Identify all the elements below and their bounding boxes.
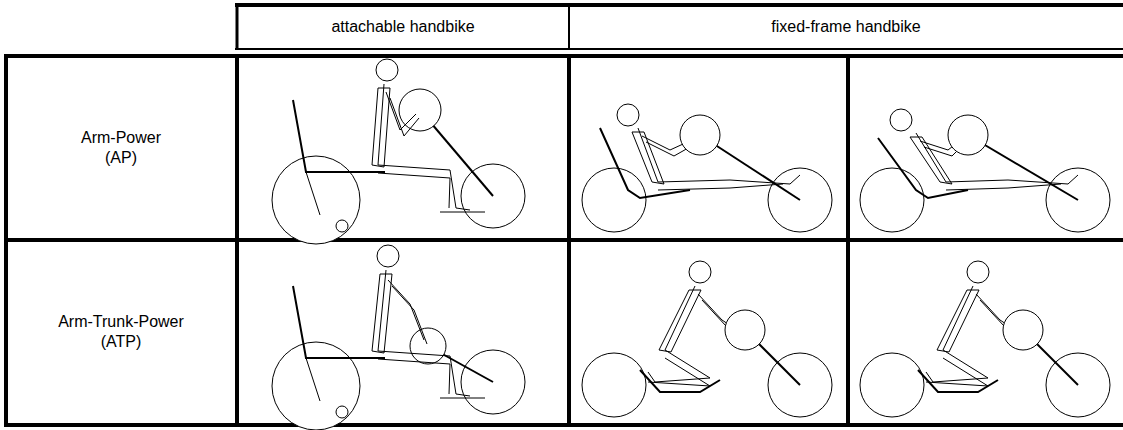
leg-outline: [926, 358, 988, 386]
leg: [648, 350, 710, 382]
arm: [388, 280, 424, 340]
leg-outline: [378, 359, 450, 394]
rear-wheel: [582, 353, 646, 417]
torso-line: [665, 286, 695, 350]
table-rule: [5, 423, 1123, 427]
table-grid: [5, 5, 1123, 427]
table-rule: [235, 3, 1123, 7]
torso-outline: [372, 274, 392, 353]
wheelchair-frame: [306, 358, 320, 401]
table-rule: [5, 54, 1123, 58]
torso-outline: [937, 290, 979, 352]
leg-outline: [658, 184, 783, 190]
handbike-drawings: [272, 59, 1110, 430]
table-cell-label: Arm-Trunk-Power (ATP): [46, 312, 196, 352]
table-rule: [567, 54, 571, 427]
table-rule: [236, 5, 239, 49]
leg-outline: [378, 173, 450, 208]
seat-shell: [600, 128, 690, 198]
leg-outline: [648, 358, 710, 386]
torso-line: [378, 84, 384, 165]
arm-outline: [392, 286, 427, 344]
torso-outline: [632, 132, 664, 184]
attachable-handbike: [272, 245, 525, 430]
footrest: [440, 398, 485, 399]
table-rule: [235, 48, 1123, 50]
fixed-frame-handbike: [860, 261, 1110, 417]
leg-outline: [946, 184, 1061, 190]
table-rule: [846, 54, 850, 427]
rear-wheel: [582, 168, 646, 232]
wheelchair-seat: [293, 100, 385, 172]
leg: [658, 175, 800, 184]
crank: [410, 328, 446, 364]
attachable-handbike: [272, 59, 525, 244]
torso-outline: [659, 290, 701, 352]
caster-wheel: [336, 406, 348, 418]
head: [689, 261, 711, 283]
table-cell-label: Arm-Power (AP): [66, 128, 176, 168]
torso-line: [943, 286, 973, 350]
fixed-frame-handbike: [860, 109, 1110, 232]
table-cell-label: fixed-frame handbike: [596, 17, 1096, 37]
crank: [725, 310, 765, 350]
head: [890, 109, 912, 131]
leg: [378, 165, 470, 210]
rear-wheel: [272, 156, 360, 244]
footrest: [440, 212, 485, 213]
head: [377, 245, 399, 267]
fixed-frame-handbike: [582, 104, 832, 232]
table-cell-label: attachable handbike: [243, 17, 563, 37]
table-rule: [235, 54, 239, 427]
knee-cradle: [640, 370, 720, 392]
leg: [378, 351, 470, 396]
caster-wheel: [336, 220, 348, 232]
head: [376, 59, 398, 81]
leg: [946, 175, 1078, 184]
table-rule: [5, 238, 1123, 242]
crank: [1003, 310, 1043, 350]
crank: [680, 115, 720, 155]
arm: [386, 92, 416, 130]
torso-line: [916, 133, 946, 182]
knee-cradle: [918, 370, 998, 392]
wheelchair-frame: [306, 172, 320, 215]
torso-outline: [372, 88, 390, 167]
table-rule: [568, 5, 570, 49]
wheelchair-seat: [293, 286, 385, 358]
rear-wheel: [860, 168, 924, 232]
head: [617, 104, 639, 126]
head: [967, 261, 989, 283]
fixed-frame-handbike: [582, 261, 832, 417]
rear-wheel: [860, 353, 924, 417]
leg: [926, 350, 988, 382]
arm-outline: [390, 98, 419, 136]
crank: [948, 115, 988, 155]
rear-wheel: [272, 342, 360, 430]
